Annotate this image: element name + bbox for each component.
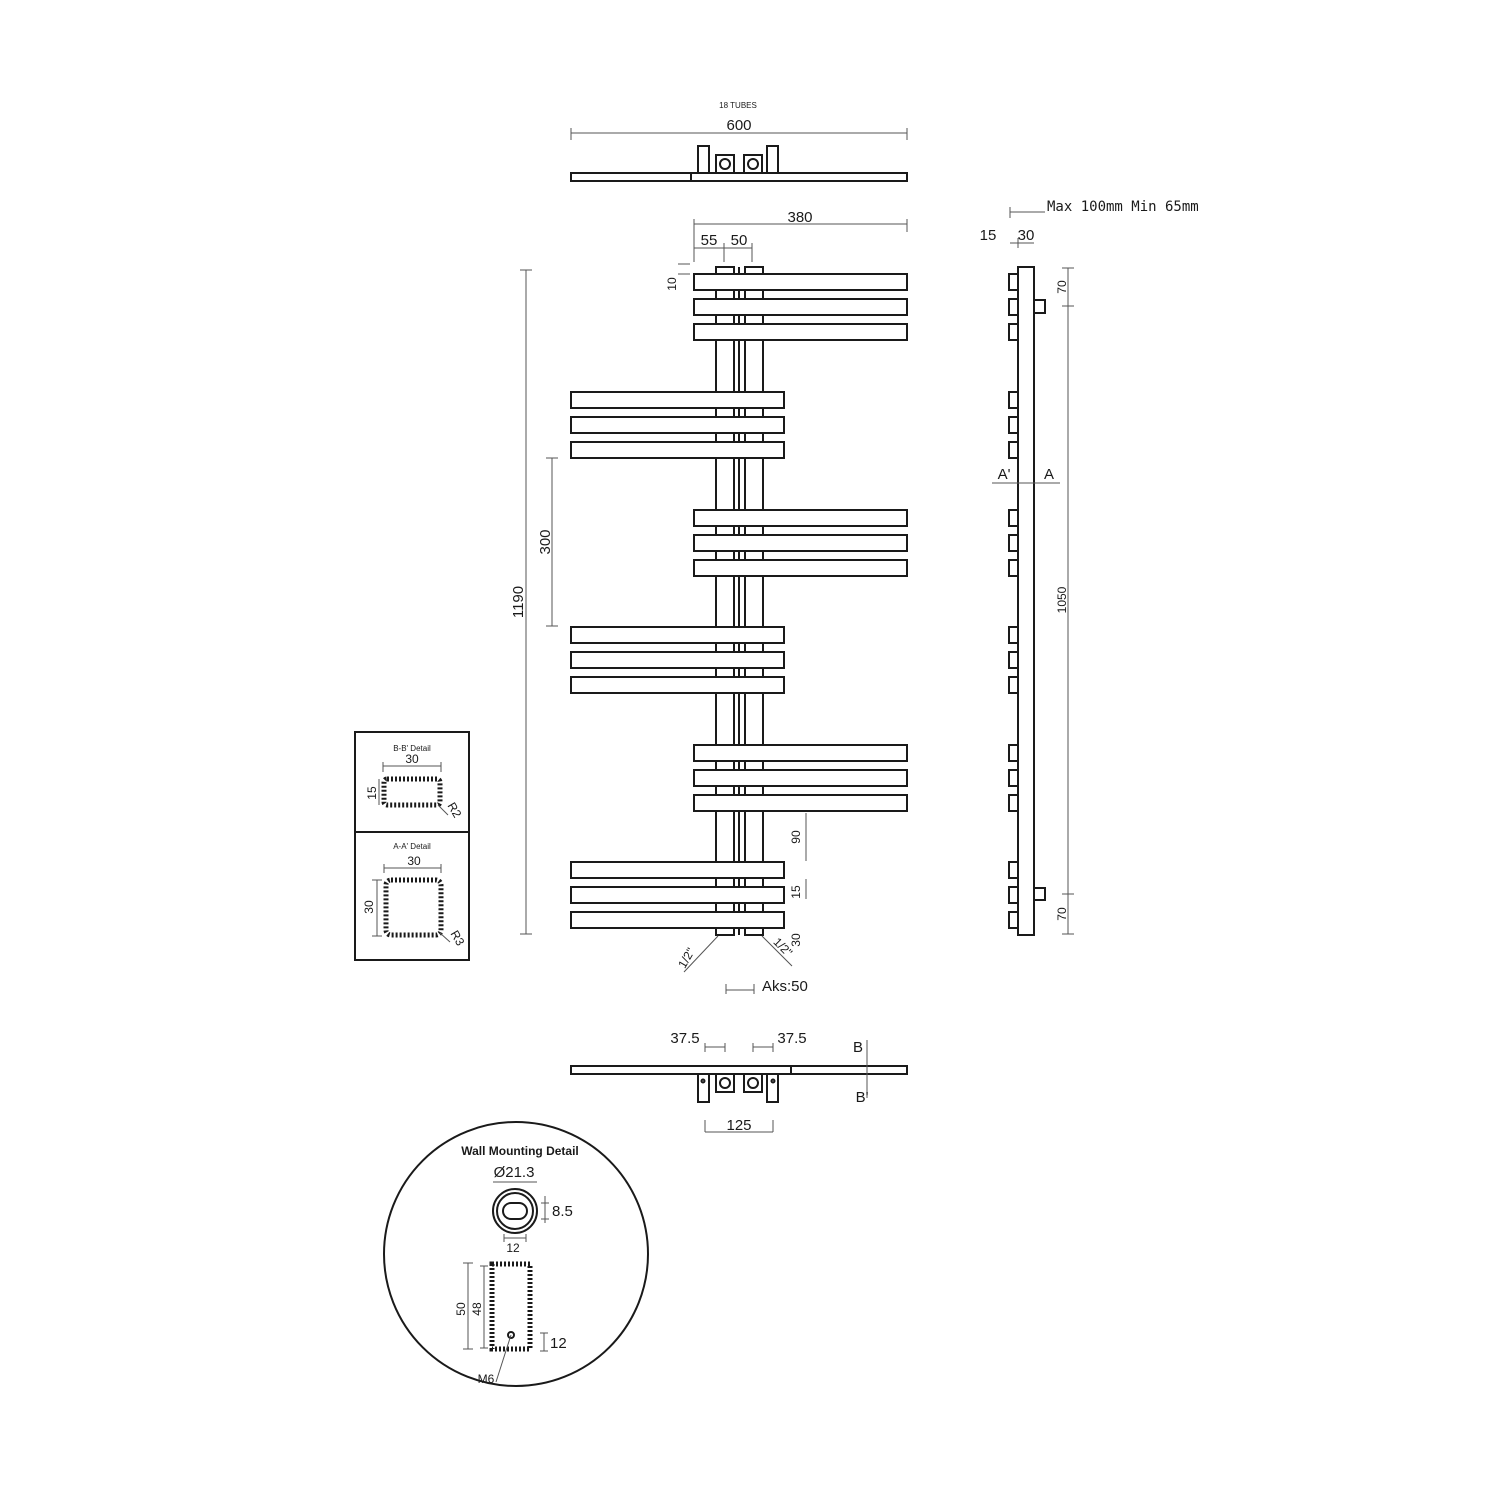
tube-group-3: [693, 509, 908, 577]
left-offset-label: 37.5: [670, 1030, 699, 1047]
bb-height-label: 15: [365, 786, 379, 800]
aa-radius-label: R3: [448, 928, 468, 949]
dim-48-mount-label: 48: [470, 1302, 484, 1316]
top-view: 18 TUBES 600: [570, 101, 908, 182]
bracket-span-label: 125: [726, 1117, 751, 1134]
bb-profile: [381, 776, 443, 808]
front-view: 380 55 50 10 1190 300: [510, 209, 908, 995]
valve-left-label: 1/2": [675, 945, 698, 970]
aa-width-label: 30: [407, 854, 421, 868]
dim-12-bottom-label: 12: [506, 1241, 520, 1255]
bb-width-label: 30: [405, 752, 419, 766]
side-bracket-bottom: [1033, 887, 1046, 901]
section-details-panel: B-B' Detail 30 15 R2 A-A' Detail 30 30 R…: [354, 731, 470, 961]
spacing-label: 300: [537, 529, 554, 554]
diameter-label: Ø21.3: [494, 1164, 535, 1181]
aa-profile: [383, 877, 444, 938]
wall-mount-title: Wall Mounting Detail: [461, 1144, 579, 1158]
section-a-label: A: [1044, 466, 1054, 483]
height-label: 1190: [510, 586, 527, 618]
bottom-bracket-right: [766, 1073, 779, 1103]
collector-left: [715, 266, 735, 936]
bb-radius-label: R2: [445, 800, 465, 821]
wall-mounting-detail: Wall Mounting Detail Ø21.3 8.5 12 50 48 …: [383, 1121, 649, 1387]
axis-label: Aks:50: [762, 978, 808, 995]
tube-count-label: 18 TUBES: [719, 101, 757, 110]
aa-height-label: 30: [362, 900, 376, 914]
top-bar: [570, 172, 908, 182]
right-offset-label: 37.5: [777, 1030, 806, 1047]
tube-group-6: [570, 861, 785, 929]
section-b-prime-label: B': [856, 1089, 869, 1106]
bottom-bar: [570, 1065, 908, 1075]
dim-15-label: 15: [789, 885, 803, 899]
tube-group-5: [693, 744, 908, 812]
top-bracket-left: [697, 145, 710, 174]
side-dim-30-label: 30: [1018, 227, 1035, 244]
mount-slot: [502, 1202, 528, 1220]
wall-distance-label: Max 100mm Min 65mm: [1047, 199, 1199, 215]
bb-detail-title: B-B' Detail: [393, 744, 431, 753]
side-dim-bottom-label: 70: [1055, 907, 1069, 921]
side-view: Max 100mm Min 65mm 15 30 A' A: [980, 199, 1199, 936]
side-bracket-top: [1033, 299, 1046, 314]
bottom-view: 37.5 37.5 B B' 125: [570, 1030, 908, 1134]
dim-8-5-label: 8.5: [552, 1203, 573, 1220]
side-dim-top-label: 70: [1055, 280, 1069, 294]
mount-ring-outer: [492, 1188, 538, 1234]
tube-group-4: [570, 626, 785, 694]
aa-detail-title: A-A' Detail: [393, 842, 431, 851]
side-dim-center-label: 1050: [1055, 586, 1069, 613]
dim-10-label: 10: [665, 277, 679, 291]
side-collector: [1017, 266, 1035, 936]
thread-label: M6: [478, 1372, 495, 1386]
tube-group-2: [570, 391, 785, 459]
dim-90-label: 90: [789, 830, 803, 844]
collector-right: [744, 266, 764, 936]
right-width-label: 380: [787, 209, 812, 226]
dim-12-side-label: 12: [550, 1335, 567, 1352]
top-width-label: 600: [726, 117, 751, 134]
dim-50-mount-label: 50: [454, 1302, 468, 1316]
tube-group-1: [693, 273, 908, 341]
dim-30-label: 30: [789, 933, 803, 947]
top-bracket-right: [766, 145, 779, 174]
mount-bracket-section: [489, 1261, 533, 1352]
section-b-label: B: [853, 1039, 863, 1056]
dim-50-label: 50: [731, 232, 748, 249]
side-dim-15-label: 15: [980, 227, 997, 244]
section-a-prime-label: A': [998, 466, 1011, 483]
dim-55-label: 55: [701, 232, 718, 249]
bottom-bracket-left: [697, 1073, 710, 1103]
